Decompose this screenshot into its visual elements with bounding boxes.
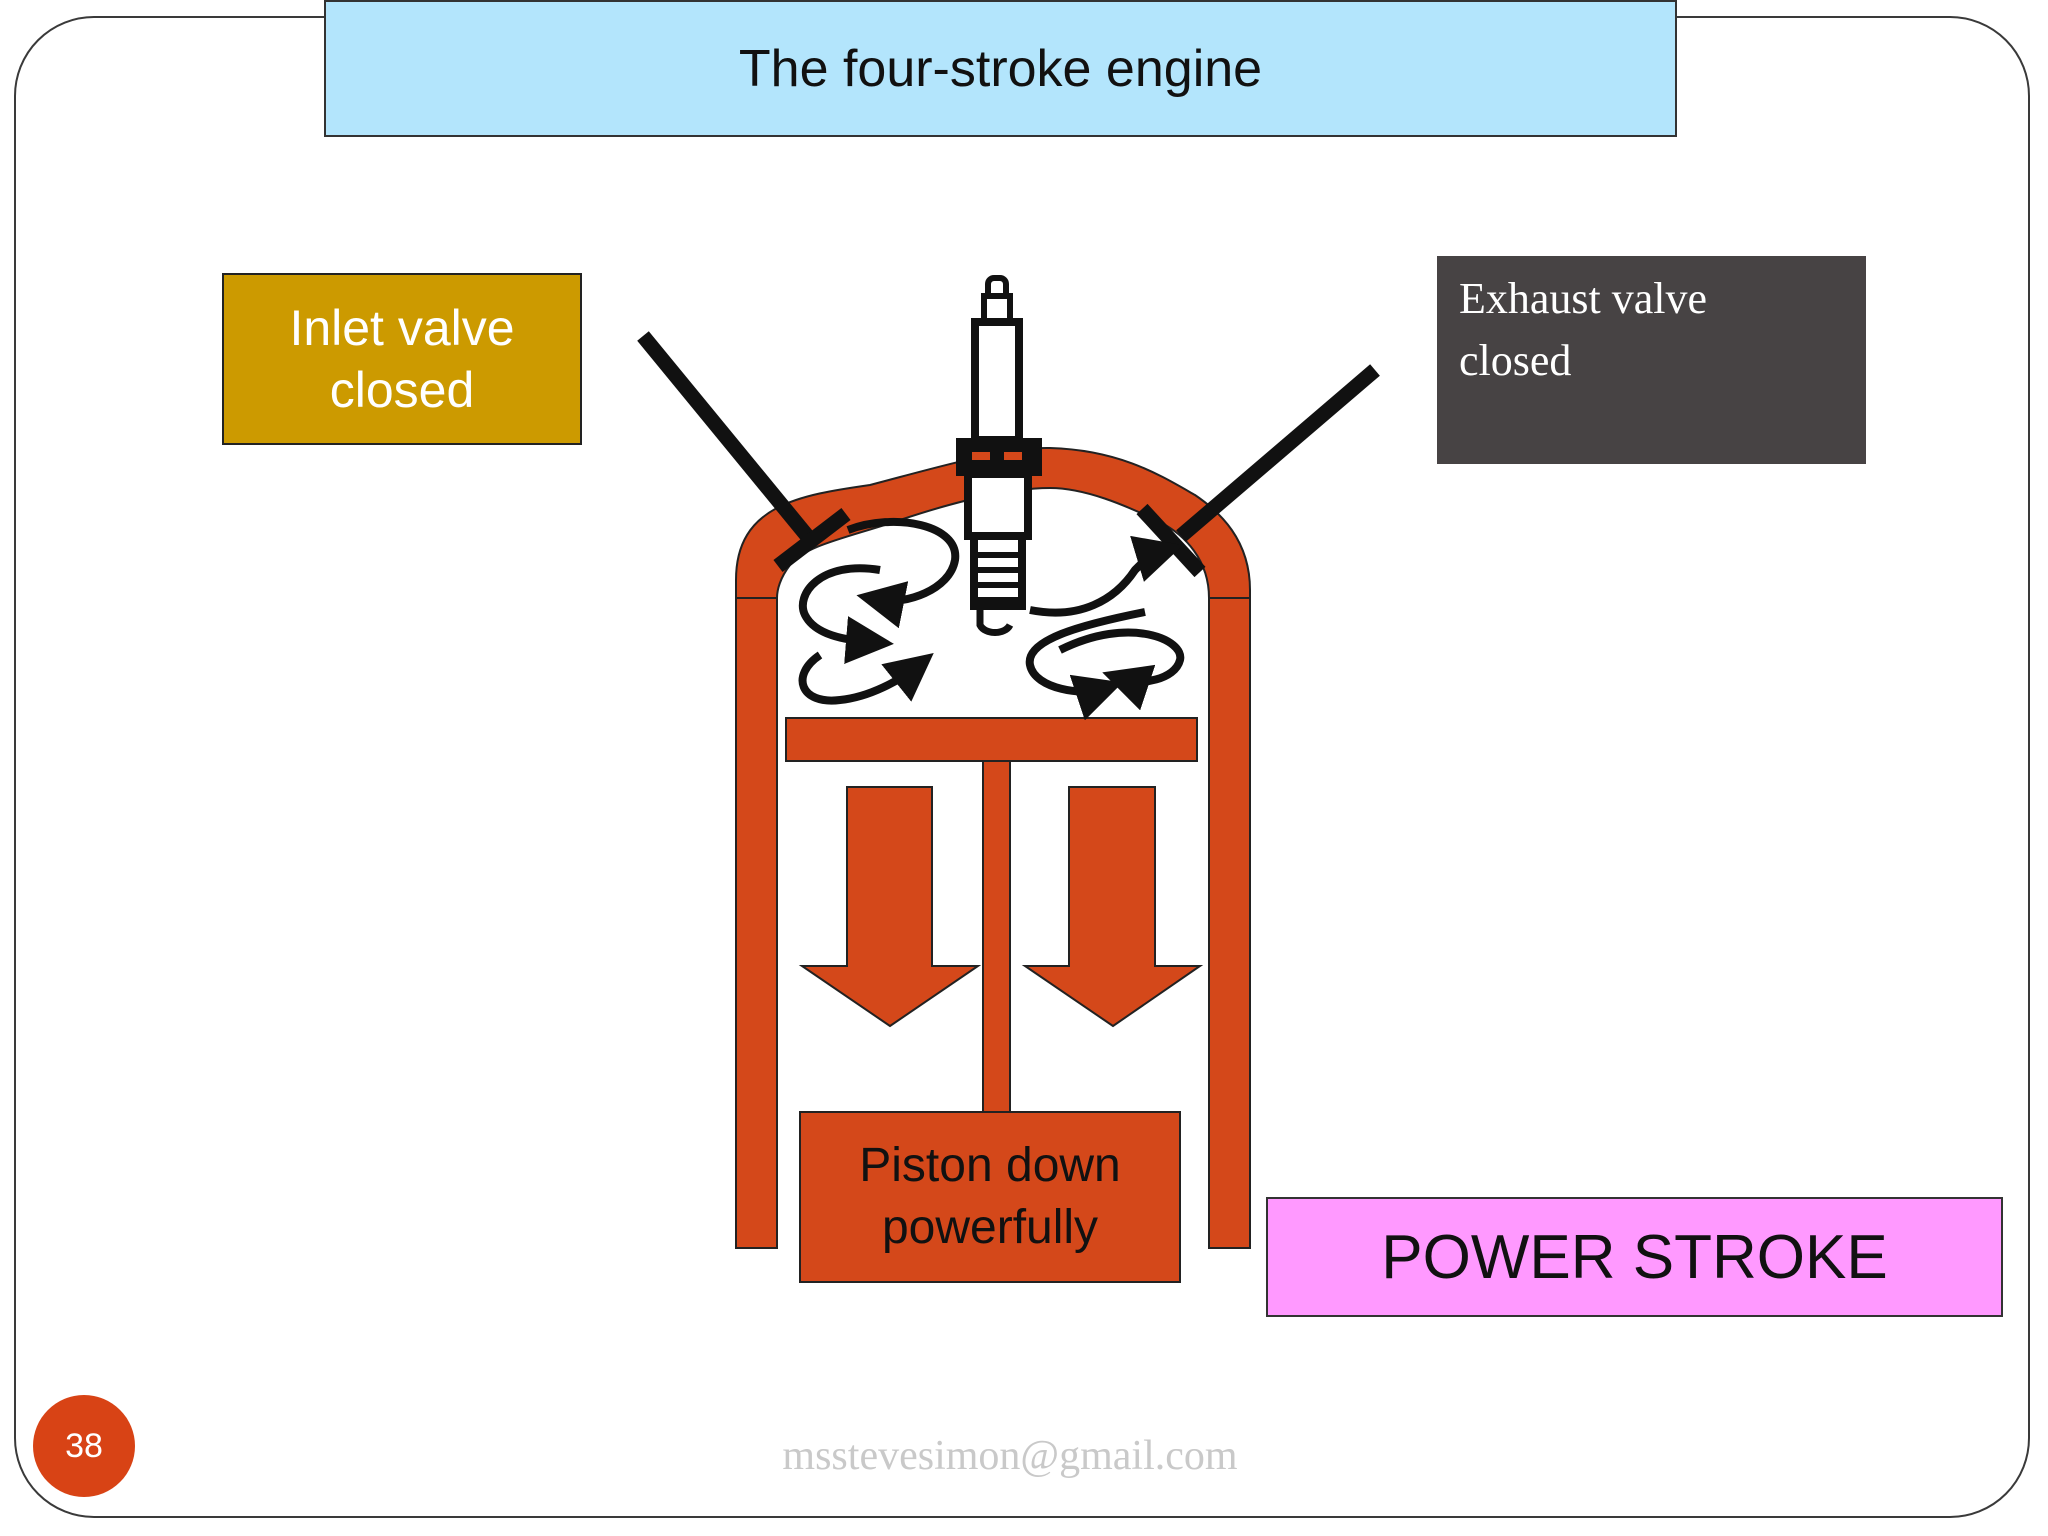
- slide-title: The four-stroke engine: [324, 0, 1677, 137]
- connecting-rod: [982, 760, 1011, 1114]
- cylinder-right-wall: [1208, 593, 1251, 1249]
- exhaust-valve-label: Exhaust valve closed: [1437, 256, 1866, 464]
- piston: [785, 717, 1198, 1283]
- piston-head: [785, 717, 1198, 762]
- down-arrow-right: [1021, 786, 1204, 1028]
- exhaust-valve: [1136, 364, 1380, 578]
- cylinder: [735, 446, 1251, 1249]
- inlet-valve: [637, 331, 851, 572]
- stroke-label: POWER STROKE: [1266, 1197, 2003, 1317]
- piston-block: [799, 1111, 1181, 1283]
- down-arrows: [798, 786, 1204, 1028]
- cylinder-left-wall: [735, 593, 778, 1249]
- footer-email: msstevesimon@gmail.com: [782, 1433, 1238, 1479]
- piston-label: Piston down powerfully: [859, 1139, 1121, 1254]
- page-number-badge: 38: [33, 1395, 135, 1497]
- inlet-valve-label: Inlet valve closed: [222, 273, 582, 445]
- swirl-arrows: [798, 517, 1185, 721]
- down-arrow-left: [798, 786, 982, 1028]
- cylinder-head: [735, 446, 1251, 599]
- spark-plug: [956, 275, 1042, 636]
